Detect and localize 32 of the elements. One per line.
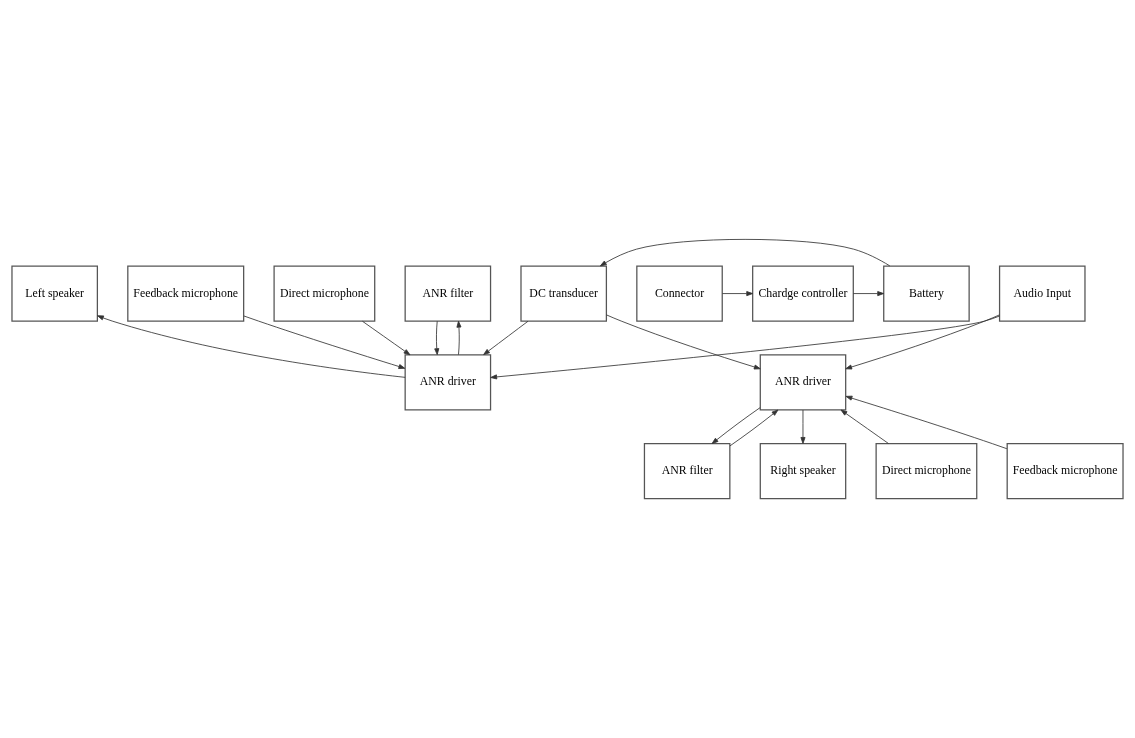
arrow [729,409,779,447]
node-box: ANR filter [404,265,492,322]
arrow [606,314,761,370]
arrow [845,314,1000,370]
node-box: Audio Input [998,265,1086,322]
arrow [243,315,406,369]
node-box: Connector [636,265,723,322]
node-box: Direct microphone [273,265,376,322]
node-box: ANR driver [759,354,847,411]
node-box: Left speaker [11,265,98,322]
node-box: Battery [883,265,970,322]
node-box: Right speaker [759,443,847,500]
arrow [362,320,411,356]
arrow [722,291,754,297]
node-box: Feedback microphone [1006,443,1124,500]
arrow [456,320,462,356]
arrow [599,238,891,267]
node-box: Direct microphone [875,443,978,500]
arrow [483,320,529,356]
arrow [845,395,1008,450]
arrow [490,315,1000,380]
arrow [800,409,806,444]
arrow [97,315,406,378]
arrow [852,291,885,297]
arrow [434,320,440,356]
node-box: Feedback microphone [127,265,245,322]
node-box: ANR driver [404,354,492,411]
arrow [711,407,761,444]
node-box: ANR filter [643,443,731,500]
node-box: Chardge controller [752,265,854,322]
arrow [840,409,889,444]
node-box: DC transducer [520,265,608,322]
